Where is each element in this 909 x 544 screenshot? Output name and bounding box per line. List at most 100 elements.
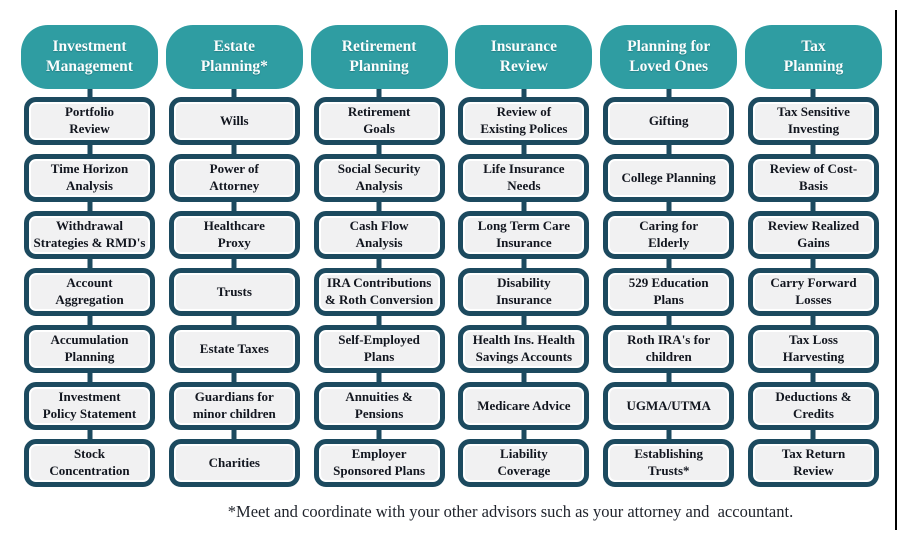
topic-label: Time Horizon Analysis: [50, 161, 129, 193]
topic-label: Withdrawal Strategies & RMD's: [33, 218, 146, 250]
topic-box: Wills: [168, 97, 300, 145]
topic-label: Wills: [219, 112, 249, 128]
topic-box: Trusts: [168, 268, 300, 316]
topic-box: IRA Contributions & Roth Conversion: [313, 268, 445, 316]
topic-box: Investment Policy Statement: [24, 382, 155, 430]
topic-label: Social Security Analysis: [337, 161, 421, 193]
topic-label: Retirement Goals: [347, 104, 411, 136]
topic-box: Liability Coverage: [458, 439, 590, 487]
topic-label: Long Term Care Insurance: [477, 218, 570, 250]
column-header-label: Estate Planning*: [200, 37, 268, 75]
topic-label: Tax Sensitive Investing: [777, 104, 850, 136]
topic-box: Health Ins. Health Savings Accounts: [458, 325, 590, 373]
topic-box: Cash Flow Analysis: [313, 211, 445, 259]
topic-label: Trusts: [216, 283, 252, 299]
topic-box: Long Term Care Insurance: [458, 211, 590, 259]
topic-label: Charities: [208, 454, 260, 470]
topic-box: Account Aggregation: [24, 268, 155, 316]
topic-box: Medicare Advice: [458, 382, 590, 430]
topic-box: Healthcare Proxy: [168, 211, 300, 259]
column-header-label: Planning for Loved Ones: [627, 37, 711, 75]
topic-box: Deductions & Credits: [747, 382, 879, 430]
topic-box: Accumulation Planning: [24, 325, 155, 373]
column-investment-management: Investment Management Portfolio Review T…: [21, 25, 158, 487]
column-retirement-planning: Retirement Planning Retirement Goals Soc…: [310, 25, 448, 487]
topic-label: Tax Loss Harvesting: [782, 332, 845, 364]
column-header-label: Retirement Planning: [341, 37, 417, 75]
topic-label: Deductions & Credits: [775, 389, 852, 421]
column-planning-for-loved-ones: Planning for Loved Ones Gifting College …: [600, 25, 738, 487]
page-edge-line: [895, 10, 897, 530]
column-estate-planning: Estate Planning* Wills Power of Attorney…: [165, 25, 303, 487]
topic-label: Portfolio Review: [64, 104, 115, 136]
topic-label: College Planning: [621, 169, 716, 185]
topic-label: Power of Attorney: [209, 161, 260, 193]
column-header-label: Tax Planning: [783, 37, 844, 75]
column-tax-planning: Tax Planning Tax Sensitive Investing Rev…: [744, 25, 882, 487]
topic-label: Review of Existing Polices: [480, 104, 568, 136]
topic-box: Tax Return Review: [747, 439, 879, 487]
column-header: Estate Planning*: [165, 25, 303, 89]
topic-label: Caring for Elderly: [639, 218, 699, 250]
topic-box: Estate Taxes: [168, 325, 300, 373]
column-header: Retirement Planning: [310, 25, 448, 89]
topic-box: Review Realized Gains: [747, 211, 879, 259]
column-header: Insurance Review: [455, 25, 593, 89]
topic-label: Health Ins. Health Savings Accounts: [472, 332, 575, 364]
topic-label: Life Insurance Needs: [483, 161, 565, 193]
topic-label: Stock Concentration: [49, 446, 130, 478]
topic-box: Tax Sensitive Investing: [747, 97, 879, 145]
topic-label: Review Realized Gains: [767, 218, 860, 250]
topic-box: Guardians for minor children: [168, 382, 300, 430]
column-insurance-review: Insurance Review Review of Existing Poli…: [455, 25, 593, 487]
topic-box: Employer Sponsored Plans: [313, 439, 445, 487]
columns-row: Investment Management Portfolio Review T…: [21, 25, 882, 487]
topic-box: Annuities & Pensions: [313, 382, 445, 430]
topic-label: IRA Contributions & Roth Conversion: [324, 275, 434, 307]
column-header: Investment Management: [21, 25, 158, 89]
topic-label: Liability Coverage: [497, 446, 551, 478]
topic-box: Life Insurance Needs: [458, 154, 590, 202]
topic-label: Cash Flow Analysis: [349, 218, 409, 250]
topic-box: UGMA/UTMA: [603, 382, 735, 430]
topic-box: Review of Existing Polices: [458, 97, 590, 145]
column-header-label: Investment Management: [46, 37, 133, 75]
topic-box: 529 Education Plans: [603, 268, 735, 316]
topic-box: Power of Attorney: [168, 154, 300, 202]
topic-box: College Planning: [603, 154, 735, 202]
topic-box: Carry Forward Losses: [747, 268, 879, 316]
topic-label: Healthcare Proxy: [203, 218, 265, 250]
topic-label: Investment Policy Statement: [42, 389, 137, 421]
footnote: *Meet and coordinate with your other adv…: [227, 502, 794, 521]
topic-label: Medicare Advice: [477, 397, 571, 413]
topic-label: UGMA/UTMA: [626, 397, 711, 413]
topic-box: Charities: [168, 439, 300, 487]
topic-box: Portfolio Review: [24, 97, 155, 145]
topic-label: Annuities & Pensions: [345, 389, 413, 421]
topic-label: Account Aggregation: [55, 275, 124, 307]
topic-label: Roth IRA's for children: [627, 332, 711, 364]
topic-label: Guardians for minor children: [192, 389, 276, 421]
topic-label: Establishing Trusts*: [634, 446, 704, 478]
topic-box: Retirement Goals: [313, 97, 445, 145]
topic-label: Carry Forward Losses: [770, 275, 857, 307]
topic-label: 529 Education Plans: [628, 275, 709, 307]
topic-label: Tax Return Review: [781, 446, 846, 478]
topic-box: Roth IRA's for children: [603, 325, 735, 373]
topic-box: Time Horizon Analysis: [24, 154, 155, 202]
topic-box: Gifting: [603, 97, 735, 145]
topic-box: Tax Loss Harvesting: [747, 325, 879, 373]
topic-label: Self-Employed Plans: [338, 332, 420, 364]
topic-box: Stock Concentration: [24, 439, 155, 487]
topic-label: Estate Taxes: [199, 340, 269, 356]
topic-box: Review of Cost- Basis: [747, 154, 879, 202]
topic-label: Employer Sponsored Plans: [333, 446, 426, 478]
topic-box: Social Security Analysis: [313, 154, 445, 202]
column-header: Tax Planning: [744, 25, 882, 89]
topic-box: Caring for Elderly: [603, 211, 735, 259]
topic-label: Gifting: [648, 112, 689, 128]
topic-box: Establishing Trusts*: [603, 439, 735, 487]
column-header-label: Insurance Review: [490, 37, 558, 75]
topic-box: Disability Insurance: [458, 268, 590, 316]
